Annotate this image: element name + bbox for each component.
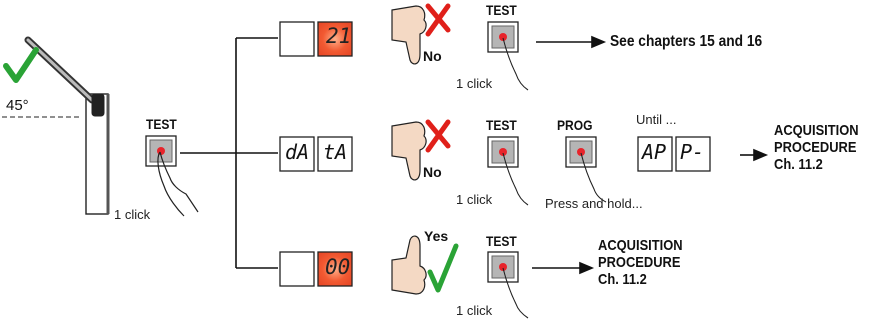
until-label: Until ... [636, 112, 677, 127]
chapter-line: Ch. 11.2 [598, 271, 647, 288]
thumbs-down-icon [391, 5, 427, 65]
prog-label: PROG [557, 117, 593, 133]
cross-mark-icon [425, 3, 451, 37]
display-middle-left-value: dA [285, 140, 310, 164]
display-bottom [279, 251, 353, 287]
acquisition-line: ACQUISITION [774, 122, 859, 139]
check-mark-icon [427, 243, 459, 293]
procedure-line: PROCEDURE [598, 254, 681, 271]
display-top-value: 21 [326, 24, 352, 48]
check-mark-icon [3, 47, 39, 83]
no-label-top: No [423, 48, 442, 64]
thumbs-down-icon [391, 121, 427, 181]
branch-lines [180, 37, 278, 269]
angle-label: 45° [6, 97, 29, 114]
click-label-main: 1 click [114, 207, 151, 222]
test-button-main [145, 135, 177, 167]
barrier-icon [2, 36, 110, 215]
display-ap-value: AP [642, 140, 667, 164]
procedure-line: PROCEDURE [774, 139, 857, 156]
test-label-top: TEST [486, 2, 517, 18]
display-middle [279, 136, 353, 172]
test-button-middle [487, 136, 529, 206]
acquisition-line: ACQUISITION [598, 237, 683, 254]
press-hold-label: Press and hold... [545, 196, 643, 211]
chapter-line: Ch. 11.2 [774, 156, 823, 173]
click-label-bottom: 1 click [456, 303, 493, 318]
display-p-value: P- [680, 140, 705, 164]
click-label-middle: 1 click [456, 192, 493, 207]
acquisition-procedure-bottom: ACQUISITION PROCEDURE Ch. 11.2 [598, 237, 683, 288]
acquisition-procedure-middle: ACQUISITION PROCEDURE Ch. 11.2 [774, 122, 859, 173]
display-middle-right-value: tA [323, 140, 348, 164]
test-button-top [487, 21, 529, 91]
arrow-icon [532, 35, 769, 275]
display-top [279, 21, 353, 57]
test-label-main: TEST [146, 116, 177, 132]
hand-press-icon [157, 151, 199, 217]
no-label-middle: No [423, 164, 442, 180]
display-bottom-value: 00 [325, 255, 351, 279]
display-acquisition [637, 136, 711, 172]
prog-button [565, 136, 607, 203]
click-label-top: 1 click [456, 76, 493, 91]
test-label-middle: TEST [486, 117, 517, 133]
see-chapters-label: See chapters 15 and 16 [610, 33, 763, 50]
cross-mark-icon [425, 119, 451, 153]
thumbs-up-icon [391, 235, 427, 295]
yes-label: Yes [424, 228, 449, 244]
test-label-bottom: TEST [486, 233, 517, 249]
test-button-bottom [487, 251, 529, 319]
